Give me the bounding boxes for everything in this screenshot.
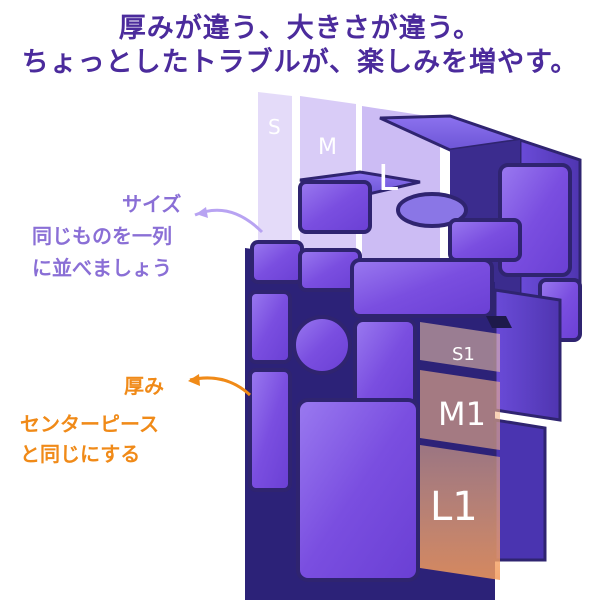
size-note-line-2: 同じものを一列 [32, 224, 172, 248]
size-arrow-icon [194, 207, 264, 234]
thickness-label-m1: M1 [438, 395, 486, 433]
size-note-line-3: に並べましょう [32, 256, 172, 280]
thickness-strip-m1 [420, 370, 500, 450]
headline-line-1: 厚みが違う、大きさが違う。 [118, 13, 482, 44]
thickness-strip-l1 [420, 445, 500, 580]
cube-front-face [245, 240, 562, 600]
thickness-note-line-2: センターピース [20, 412, 159, 436]
thickness-note-line-3: と同じにする [20, 442, 141, 466]
gan-logo-icon [486, 316, 512, 328]
size-label-m: M [318, 135, 337, 160]
size-label-s: S [268, 115, 281, 139]
size-note-line-1: サイズ [122, 192, 182, 216]
thickness-label-s1: S1 [452, 344, 475, 365]
thickness-label-l1: L1 [430, 484, 478, 530]
thickness-strips [420, 322, 500, 580]
thickness-note-line-1: 厚み [124, 374, 164, 398]
thickness-strip-s1 [420, 322, 500, 372]
thickness-arrow-icon [188, 374, 252, 397]
size-label-l: L [378, 158, 398, 199]
headline-line-2: ちょっとしたトラブルが、楽しみを増やす。 [21, 47, 579, 78]
cube-back-layer [298, 114, 582, 342]
